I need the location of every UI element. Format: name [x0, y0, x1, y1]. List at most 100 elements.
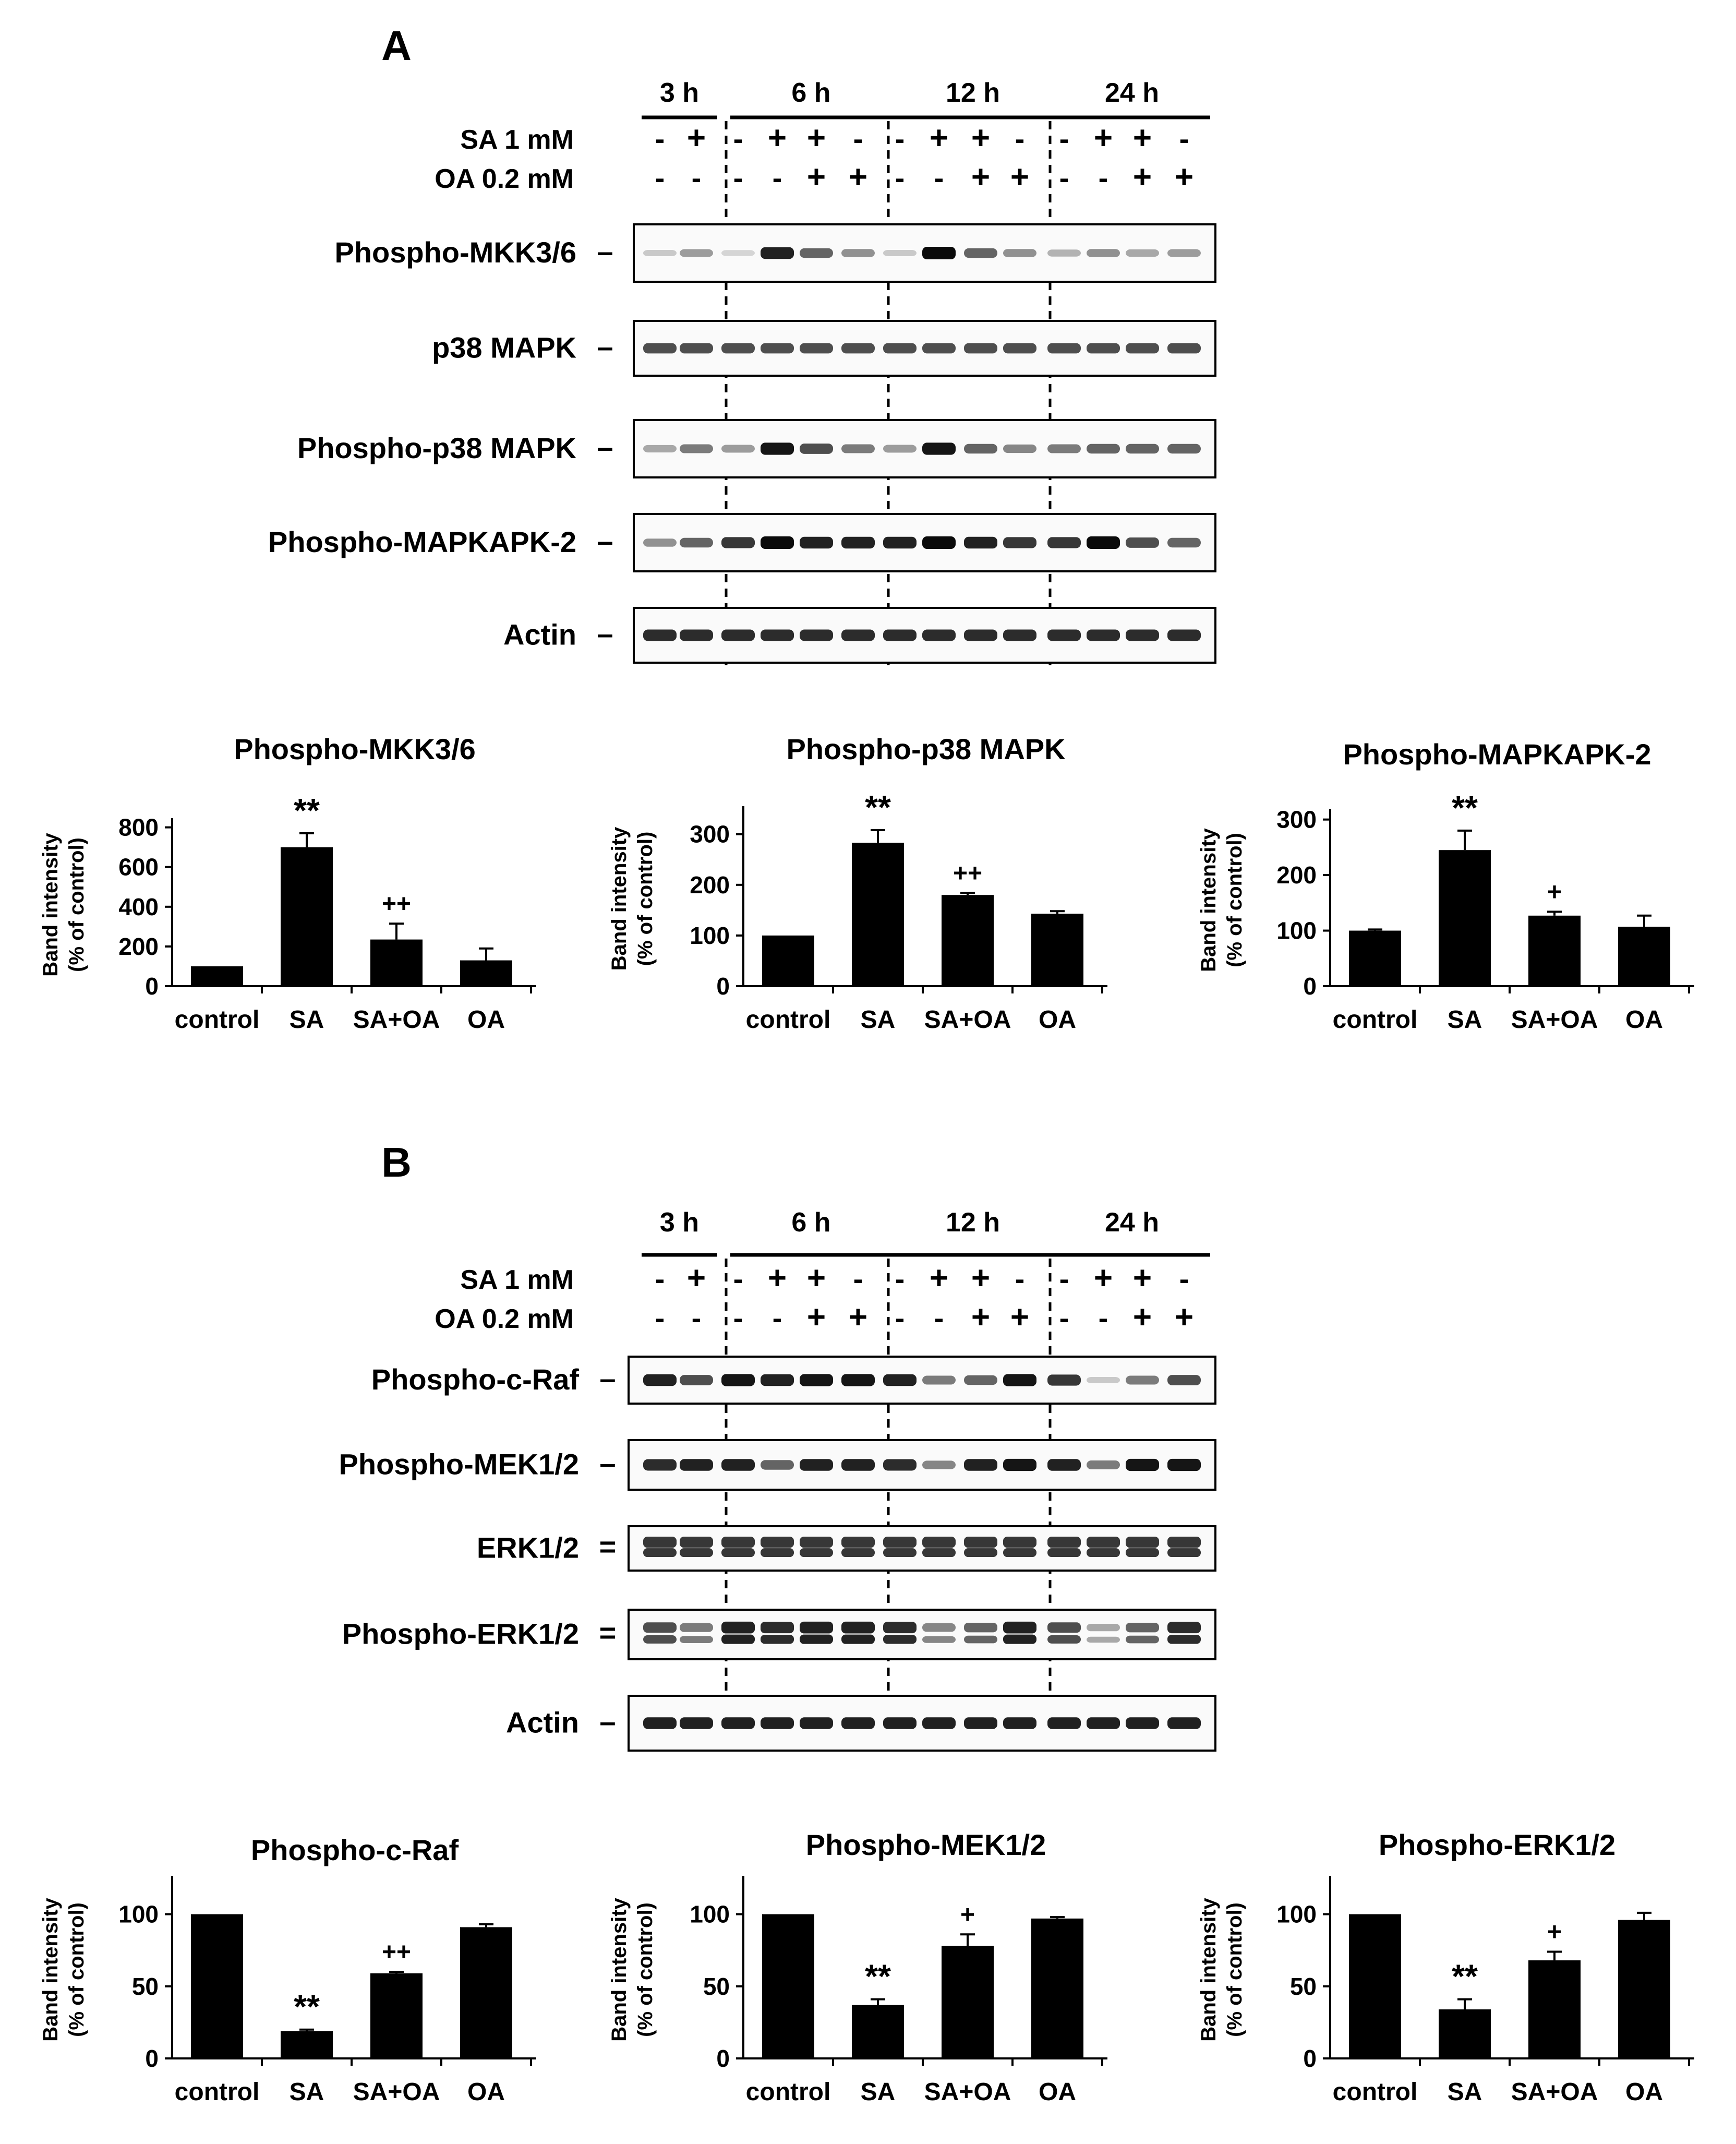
protein-band	[800, 629, 833, 641]
protein-band	[841, 343, 875, 354]
protein-band	[922, 1460, 956, 1469]
protein-band	[680, 1375, 713, 1385]
blot-label: Phospho-MAPKAPK-2	[268, 525, 576, 558]
protein-band	[1003, 537, 1036, 548]
bar	[852, 2005, 904, 2058]
minus-sign: -	[655, 161, 665, 194]
protein-band	[680, 629, 713, 641]
x-tick-label: SA+OA	[924, 2078, 1011, 2106]
protein-band	[841, 536, 875, 549]
protein-band	[643, 1622, 677, 1633]
plus-sign: +	[768, 1260, 787, 1296]
y-axis-label: Band intensity(% of control)	[39, 1897, 88, 2041]
x-tick-label: OA	[1625, 2078, 1663, 2106]
size-marker: –	[597, 330, 613, 363]
chart-title: Phospho-c-Raf	[251, 1834, 459, 1866]
y-axis-label-line: (% of control)	[1223, 1902, 1246, 2037]
blot-label: Phospho-c-Raf	[371, 1363, 580, 1396]
chart-title: Phospho-ERK1/2	[1379, 1828, 1616, 1861]
protein-band	[1167, 1548, 1201, 1558]
protein-band	[1047, 1537, 1081, 1548]
protein-band	[721, 629, 755, 641]
protein-band	[883, 629, 917, 641]
y-axis-label-line: Band intensity	[1197, 828, 1220, 972]
bar	[762, 935, 814, 986]
plus-sign: +	[849, 159, 867, 195]
protein-band	[1047, 1622, 1081, 1633]
bar	[942, 895, 994, 986]
y-tick-label: 0	[1303, 973, 1317, 1000]
treatment-label: SA 1 mM	[460, 125, 574, 155]
protein-band	[761, 343, 794, 354]
time-group-label: 3 h	[660, 78, 699, 108]
significance-marker: ++	[382, 890, 411, 918]
minus-sign: -	[655, 122, 665, 155]
minus-sign: -	[934, 1301, 944, 1334]
y-tick-label: 100	[690, 922, 730, 949]
protein-band	[800, 1374, 833, 1386]
protein-band	[1087, 249, 1120, 257]
protein-band	[1087, 1624, 1120, 1632]
y-axis-label-line: Band intensity	[1197, 1897, 1220, 2041]
x-tick-label: SA+OA	[1511, 1006, 1598, 1034]
time-group-label: 3 h	[660, 1207, 699, 1238]
minus-sign: -	[895, 161, 905, 194]
protein-band	[883, 1537, 917, 1548]
y-tick-label: 200	[1276, 861, 1317, 889]
protein-band	[841, 1537, 875, 1548]
time-group-label: 24 h	[1105, 1207, 1159, 1238]
protein-band	[922, 1548, 956, 1558]
treatment-label: OA 0.2 mM	[435, 1304, 574, 1334]
minus-sign: -	[692, 1301, 702, 1334]
protein-band	[1167, 249, 1201, 257]
plus-sign: +	[1175, 159, 1194, 195]
protein-band	[883, 1634, 917, 1644]
protein-band	[964, 1375, 997, 1385]
y-axis-label: Band intensity(% of control)	[608, 1897, 657, 2041]
blot-label: Phospho-p38 MAPK	[297, 432, 576, 464]
protein-band	[680, 1459, 713, 1471]
minus-sign: -	[934, 161, 944, 194]
protein-band	[800, 343, 833, 354]
y-tick-label: 50	[703, 1973, 730, 2000]
protein-band	[841, 1621, 875, 1634]
y-tick-label: 50	[132, 1973, 159, 2000]
protein-band	[680, 343, 713, 354]
y-axis-label: Band intensity(% of control)	[1197, 1897, 1246, 2041]
y-tick-label: 200	[690, 871, 730, 899]
protein-band	[1047, 1459, 1081, 1471]
protein-band	[883, 536, 917, 549]
protein-band	[1126, 444, 1159, 454]
protein-band	[964, 1548, 997, 1558]
protein-band	[761, 1460, 794, 1470]
minus-sign: -	[1059, 1301, 1069, 1334]
protein-band	[800, 1548, 833, 1558]
protein-band	[1003, 1717, 1036, 1729]
protein-band	[680, 1537, 713, 1548]
y-tick-label: 400	[118, 893, 159, 920]
bar	[1031, 914, 1083, 986]
y-tick-label: 100	[1276, 1901, 1317, 1928]
minus-sign: -	[895, 122, 905, 155]
protein-band	[1167, 444, 1201, 454]
protein-band	[964, 629, 997, 641]
chart-title: Phospho-p38 MAPK	[786, 733, 1065, 765]
x-tick-label: SA+OA	[924, 1006, 1011, 1034]
protein-band	[761, 1537, 794, 1548]
protein-band	[761, 536, 794, 549]
plus-sign: +	[687, 120, 706, 156]
bar	[191, 966, 243, 986]
protein-band	[1047, 537, 1081, 548]
y-axis-label-line: (% of control)	[65, 1902, 88, 2037]
bar	[762, 1914, 814, 2058]
plus-sign: +	[930, 1260, 948, 1296]
protein-band	[643, 343, 677, 354]
protein-band	[1087, 1548, 1120, 1558]
x-tick-label: SA	[861, 2078, 896, 2106]
protein-band	[800, 1621, 833, 1634]
protein-band	[883, 249, 917, 257]
y-axis-label-line: Band intensity	[39, 832, 62, 976]
protein-band	[1047, 444, 1081, 453]
x-tick-label: control	[1333, 2078, 1418, 2106]
